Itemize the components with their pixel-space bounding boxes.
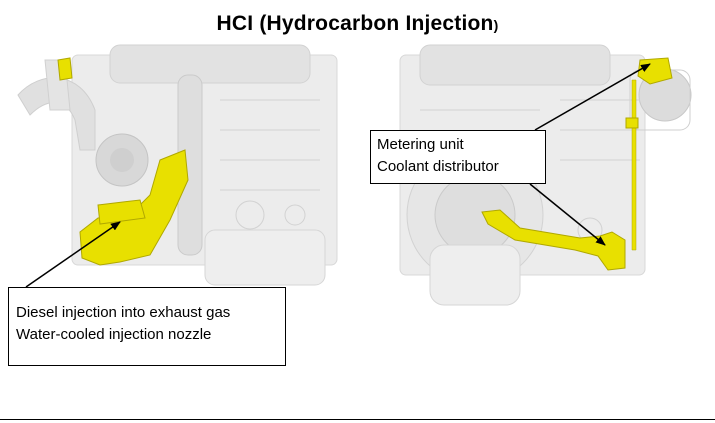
left-oil-sump bbox=[204, 229, 326, 286]
callout-left-line2: Water-cooled injection nozzle bbox=[16, 326, 212, 343]
right-coolant-distributor-highlight bbox=[481, 209, 626, 271]
callout-left-line1: Diesel injection into exhaust gas bbox=[16, 304, 231, 321]
right-small-yellow-part bbox=[625, 117, 639, 129]
arrow-to-coolant-distributor bbox=[529, 183, 606, 246]
callout-diesel-injection: Diesel injection into exhaust gas Water-… bbox=[8, 287, 286, 366]
callout-right-line2: Coolant distributor bbox=[377, 158, 499, 175]
right-valve-cover bbox=[419, 44, 611, 86]
left-top-yellow-part bbox=[57, 57, 73, 81]
title-paren: ) bbox=[493, 17, 499, 33]
left-engine-illustration bbox=[17, 44, 338, 286]
callout-right-line1: Metering unit bbox=[377, 136, 464, 153]
title-main: HCI (Hydrocarbon Injection bbox=[216, 12, 494, 35]
left-injection-nozzle-highlight bbox=[97, 199, 146, 225]
arrow-to-injection-nozzle bbox=[25, 221, 121, 288]
left-intake-tube bbox=[17, 77, 96, 151]
callout-metering-unit: Metering unit Coolant distributor bbox=[370, 130, 546, 184]
left-turbo-hub bbox=[110, 148, 134, 172]
right-oil-sump bbox=[429, 244, 521, 306]
right-coolant-line-highlight bbox=[631, 79, 637, 251]
slide-title: HCI (Hydrocarbon Injection) bbox=[0, 12, 715, 36]
arrow-to-metering-unit bbox=[534, 63, 651, 131]
left-engine-details bbox=[220, 99, 320, 230]
left-valve-cover bbox=[109, 44, 311, 84]
footer-divider bbox=[0, 419, 715, 420]
